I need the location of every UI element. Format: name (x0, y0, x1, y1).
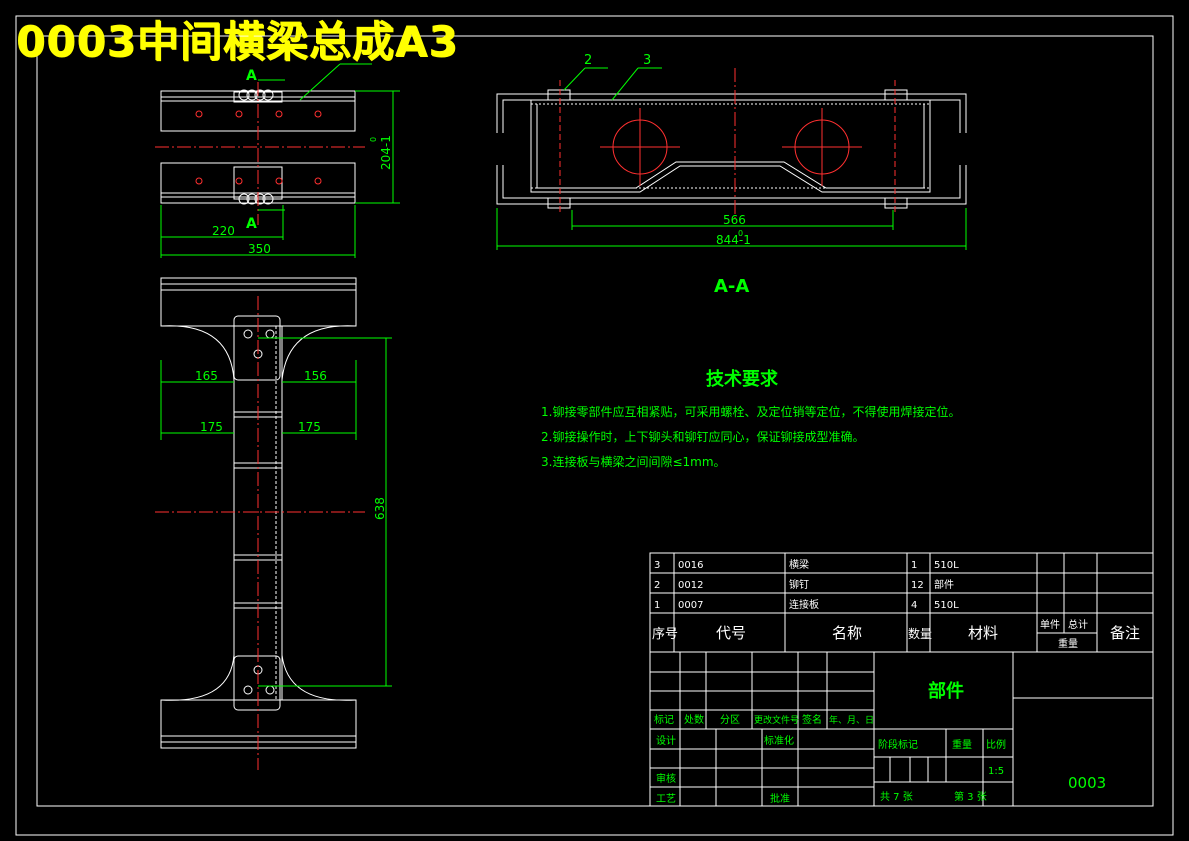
dim-156-right: 156 (304, 369, 327, 383)
bom-row-1-material: 510L (934, 560, 959, 571)
top-view-holes (155, 82, 365, 225)
bom-header-weight: 重量 (1058, 637, 1078, 650)
bom-row-2-material: 部件 (934, 578, 954, 591)
bom-header-code: 代号 (716, 624, 746, 642)
bom-row-2-code: 0012 (678, 580, 703, 591)
title-block-scale-label: 比例 (986, 738, 1006, 751)
title-block-mark: 标记 (654, 714, 674, 726)
bom-header-qty: 数量 (908, 626, 932, 641)
section-holes (559, 68, 896, 218)
bom-row-1-seq: 3 (654, 560, 660, 571)
bom-row-3-seq: 1 (654, 600, 660, 611)
bom-row-1-qty: 1 (911, 560, 917, 571)
bom-header-single: 单件 (1040, 619, 1060, 631)
bom-header-total: 总计 (1068, 618, 1088, 631)
tech-req-heading: 技术要求 (706, 368, 779, 390)
dim-height: 204-1 (379, 135, 393, 170)
bom-row-3-material: 510L (934, 600, 959, 611)
tech-req-item-3: 3.连接板与横梁之间间隙≤1mm。 (541, 454, 726, 469)
title-block-drawing-no: 0003 (1068, 774, 1106, 792)
title-block-stage-mark: 阶段标记 (878, 738, 918, 751)
title-block-weight: 重量 (952, 738, 972, 751)
dim-844: 844-1 (716, 233, 751, 247)
title-block-sheets: 共 7 张 (880, 791, 913, 803)
dim-844-tol: 0 (738, 229, 743, 238)
inner-frame (36, 35, 1154, 807)
title-block-design: 设计 (656, 734, 676, 747)
plan-view-dimensions (160, 337, 392, 687)
bom-row-1-code: 0016 (678, 560, 703, 571)
tech-req-item-1: 1.铆接零部件应互相紧贴，可采用螺栓、及定位销等定位，不得使用焊接定位。 (541, 404, 960, 419)
top-view-dimensions (160, 63, 400, 258)
bom-row-3-code: 0007 (678, 600, 703, 611)
bom-row-2-seq: 2 (654, 580, 660, 591)
title-block-sheet-no: 第 3 张 (954, 790, 987, 803)
callout-3: 3 (643, 53, 651, 68)
section-label: A-A (714, 276, 749, 297)
dim-638: 638 (373, 497, 387, 520)
title-block-standardize: 标准化 (764, 734, 794, 747)
section-view (496, 89, 967, 209)
bom-row-2-name: 铆钉 (789, 578, 809, 591)
dim-175-right: 175 (298, 420, 321, 434)
bom-table (649, 552, 1154, 653)
section-marker-top: A (246, 68, 257, 84)
dim-566: 566 (723, 213, 746, 227)
title-block-process: 工艺 (656, 793, 676, 805)
title-block-sign: 签名 (802, 713, 822, 726)
plan-view-centerlines (155, 296, 365, 770)
bom-header-material: 材料 (968, 624, 998, 642)
dim-175-left: 175 (200, 420, 223, 434)
dim-165-left: 165 (195, 369, 218, 383)
title-block-date: 年、月、日 (829, 714, 874, 726)
title-block-count: 处数 (684, 713, 704, 726)
bom-header-name: 名称 (832, 624, 862, 642)
bom-header-seq: 序号 (652, 627, 678, 642)
title-block-zone: 分区 (720, 714, 740, 726)
title-block (649, 651, 1154, 807)
title-block-change-doc: 更改文件号 (754, 714, 799, 726)
bom-row-2-qty: 12 (911, 580, 924, 591)
drawing-title: 0003中间横梁总成A3 (16, 17, 459, 66)
section-dimensions (496, 67, 967, 250)
title-block-scale: 1:5 (988, 766, 1004, 777)
title-block-review: 审核 (656, 772, 676, 785)
dim-350: 350 (248, 242, 271, 256)
outer-frame (15, 15, 1174, 836)
bom-header-remark: 备注 (1110, 624, 1140, 642)
title-block-approve: 批准 (770, 792, 790, 805)
callout-2: 2 (584, 53, 592, 68)
bom-row-1-name: 横梁 (789, 558, 809, 571)
bom-row-3-qty: 4 (911, 600, 917, 611)
title-block-part-type: 部件 (928, 680, 964, 702)
dim-height-tol: 0 (369, 137, 378, 142)
section-marker-bottom: A (246, 216, 257, 232)
bom-row-3-name: 连接板 (789, 598, 819, 611)
dim-220: 220 (212, 224, 235, 238)
tech-req-item-2: 2.铆接操作时，上下铆头和铆钉应同心，保证铆接成型准确。 (541, 429, 864, 444)
